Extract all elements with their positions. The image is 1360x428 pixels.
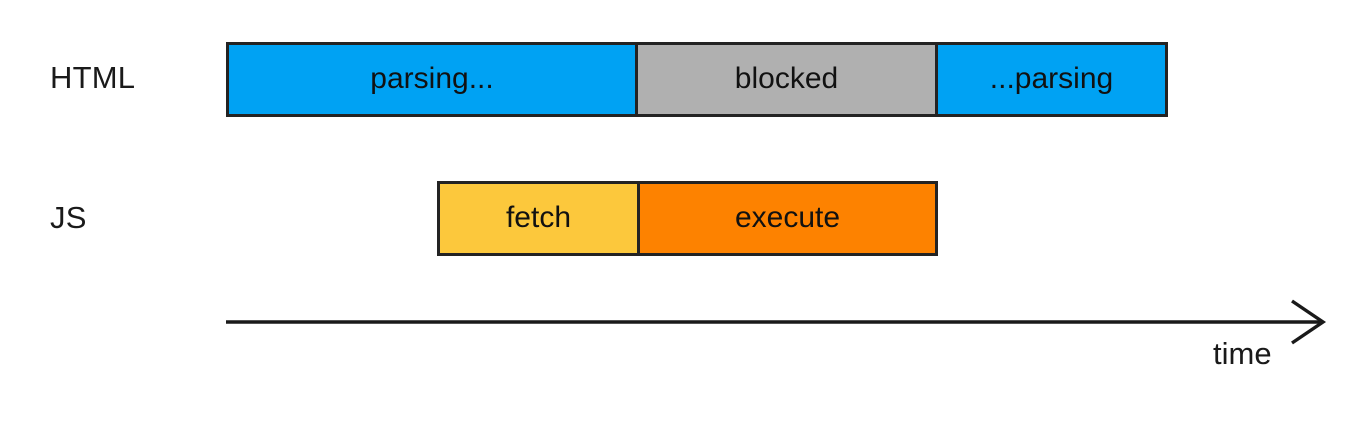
segment-label: ...parsing (989, 61, 1114, 95)
segment-html-blocked: blocked (635, 42, 938, 117)
segment-js-fetch: fetch (437, 181, 640, 256)
segment-label: blocked (734, 61, 839, 95)
timeline-track-html: parsing... blocked ...parsing (226, 42, 1168, 117)
time-axis-arrow (220, 296, 1340, 352)
row-label-html: HTML (50, 60, 136, 95)
segment-label: execute (734, 200, 841, 234)
segment-label: fetch (505, 200, 572, 234)
segment-label: parsing... (370, 61, 494, 95)
row-label-js: JS (50, 200, 87, 235)
segment-js-execute: execute (637, 181, 938, 256)
timeline-track-js: fetch execute (437, 181, 938, 256)
segment-html-parsing-start: parsing... (226, 42, 638, 117)
segment-html-parsing-resume: ...parsing (935, 42, 1168, 117)
time-axis-label: time (1213, 336, 1272, 371)
